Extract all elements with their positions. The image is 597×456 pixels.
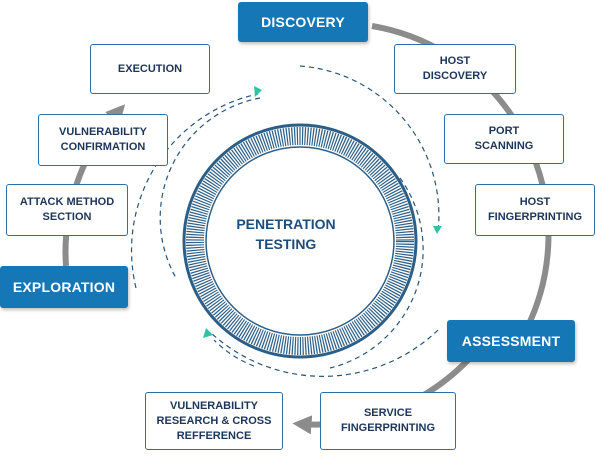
center-ring-outer — [182, 123, 418, 359]
step-host-discovery[interactable]: HOST DISCOVERY — [394, 44, 516, 94]
dashed-arrowhead-bottom-left — [203, 328, 213, 338]
step-execution[interactable]: EXECUTION — [90, 44, 210, 94]
step-port-scanning[interactable]: PORT SCANNING — [444, 114, 564, 164]
step-service-fingerprinting[interactable]: SERVICE FINGERPRINTING — [320, 392, 456, 450]
dashed-arrowhead-right — [433, 226, 442, 234]
center-ring-ticks — [186, 127, 414, 355]
step-vulnerability-confirmation[interactable]: VULNERABILITY CONFIRMATION — [38, 114, 168, 166]
step-vulnerability-research[interactable]: VULNERABILITY RESEARCH & CROSS REFFERENC… — [145, 392, 283, 450]
step-host-fingerprinting[interactable]: HOST FINGERPRINTING — [475, 184, 595, 236]
center-title: PENETRATION TESTING — [236, 216, 336, 252]
dashed-arrowhead-top — [254, 86, 262, 97]
phase-discovery[interactable]: DISCOVERY — [238, 2, 368, 42]
center-ring-inner — [205, 146, 395, 336]
step-attack-method-section[interactable]: ATTACK METHOD SECTION — [6, 184, 128, 236]
phase-assessment[interactable]: ASSESSMENT — [447, 320, 575, 362]
phase-exploration[interactable]: EXPLORATION — [0, 266, 128, 308]
